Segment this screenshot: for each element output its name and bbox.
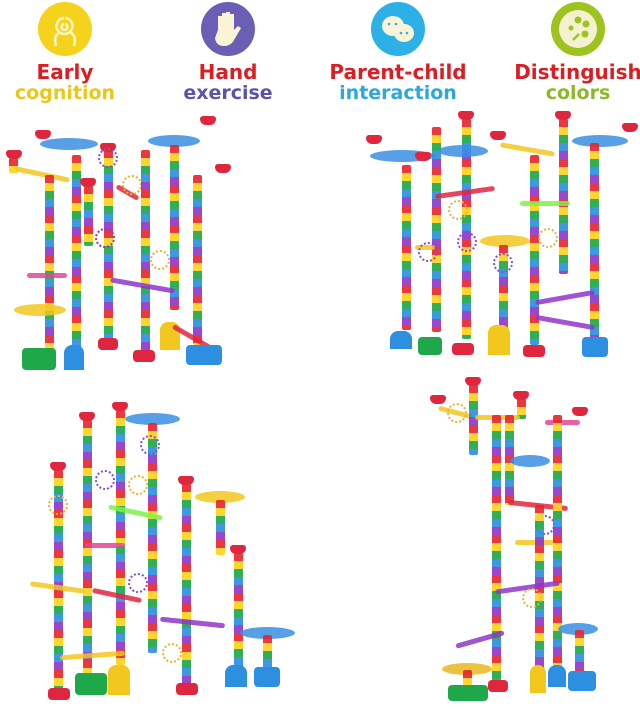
brain-spiral-icon (38, 2, 92, 56)
marble-run-set-3 (29, 395, 310, 705)
marble-run-set-2 (360, 105, 640, 365)
badge-distinguish-colors: Distinguish colors (503, 0, 640, 103)
badge-subtitle: colors (545, 82, 611, 104)
marble-run-set-4 (430, 375, 610, 705)
badge-subtitle: cognition (14, 82, 116, 104)
marble-run-set-1 (0, 110, 240, 380)
badge-subtitle: exercise (183, 82, 273, 104)
palette-icon (551, 2, 605, 56)
badge-title: Parent-child (329, 60, 467, 84)
badge-subtitle: interaction (339, 82, 457, 104)
badge-title: Distinguish (514, 60, 640, 84)
badge-parent-child: Parent-child interaction (323, 0, 473, 103)
faces-icon (371, 2, 425, 56)
hand-icon (201, 2, 255, 56)
badge-title: Hand (198, 60, 258, 84)
badge-early-cognition: Early cognition (0, 0, 140, 103)
badge-title: Early (36, 60, 94, 84)
badge-hand-exercise: Hand exercise (153, 0, 303, 103)
